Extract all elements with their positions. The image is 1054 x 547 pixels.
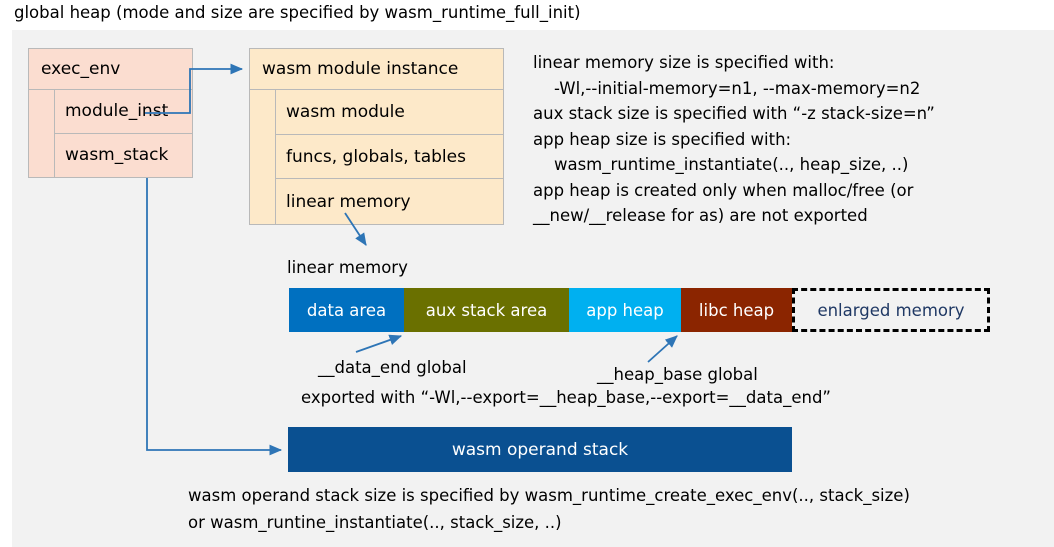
memory-segment-aux-stack-area: aux stack area [404,288,569,332]
wasm-operand-stack-box: wasm operand stack [288,427,792,472]
memory-segment-enlarged-memory: enlarged memory [792,288,990,332]
module-instance-gutter [250,90,276,224]
module-instance-field-wasm-module: wasm module [276,90,503,135]
linear-memory-label: linear memory [287,258,408,277]
page-title: global heap (mode and size are specified… [14,3,581,22]
exec-env-box: exec_env module_inst wasm_stack [28,48,193,178]
exec-env-body: module_inst wasm_stack [28,90,193,178]
wasm-module-instance-box: wasm module instance wasm module funcs, … [249,48,504,225]
annotation-data-end: __data_end global [318,358,467,377]
memory-segment-app-heap: app heap [569,288,681,332]
exec-env-field-module-inst: module_inst [55,90,192,134]
exec-env-rows: module_inst wasm_stack [55,90,192,177]
module-instance-header: wasm module instance [249,48,504,90]
module-instance-field-linear-memory: linear memory [276,179,503,224]
memory-segment-data-area: data area [289,288,404,332]
exec-env-field-wasm-stack: wasm_stack [55,133,192,177]
module-instance-rows: wasm module funcs, globals, tables linea… [276,90,503,224]
annotation-heap-base: __heap_base global [597,365,758,384]
annotation-exported: exported with “-Wl,--export=__heap_base,… [301,388,831,407]
exec-env-gutter [29,90,55,177]
module-instance-field-funcs-globals-tables: funcs, globals, tables [276,134,503,180]
operand-stack-notes: wasm operand stack size is specified by … [188,486,910,532]
memory-segment-libc-heap: libc heap [681,288,792,332]
exec-env-header: exec_env [28,48,193,90]
memory-config-notes: linear memory size is specified with: -W… [533,53,935,225]
module-instance-body: wasm module funcs, globals, tables linea… [249,90,504,225]
